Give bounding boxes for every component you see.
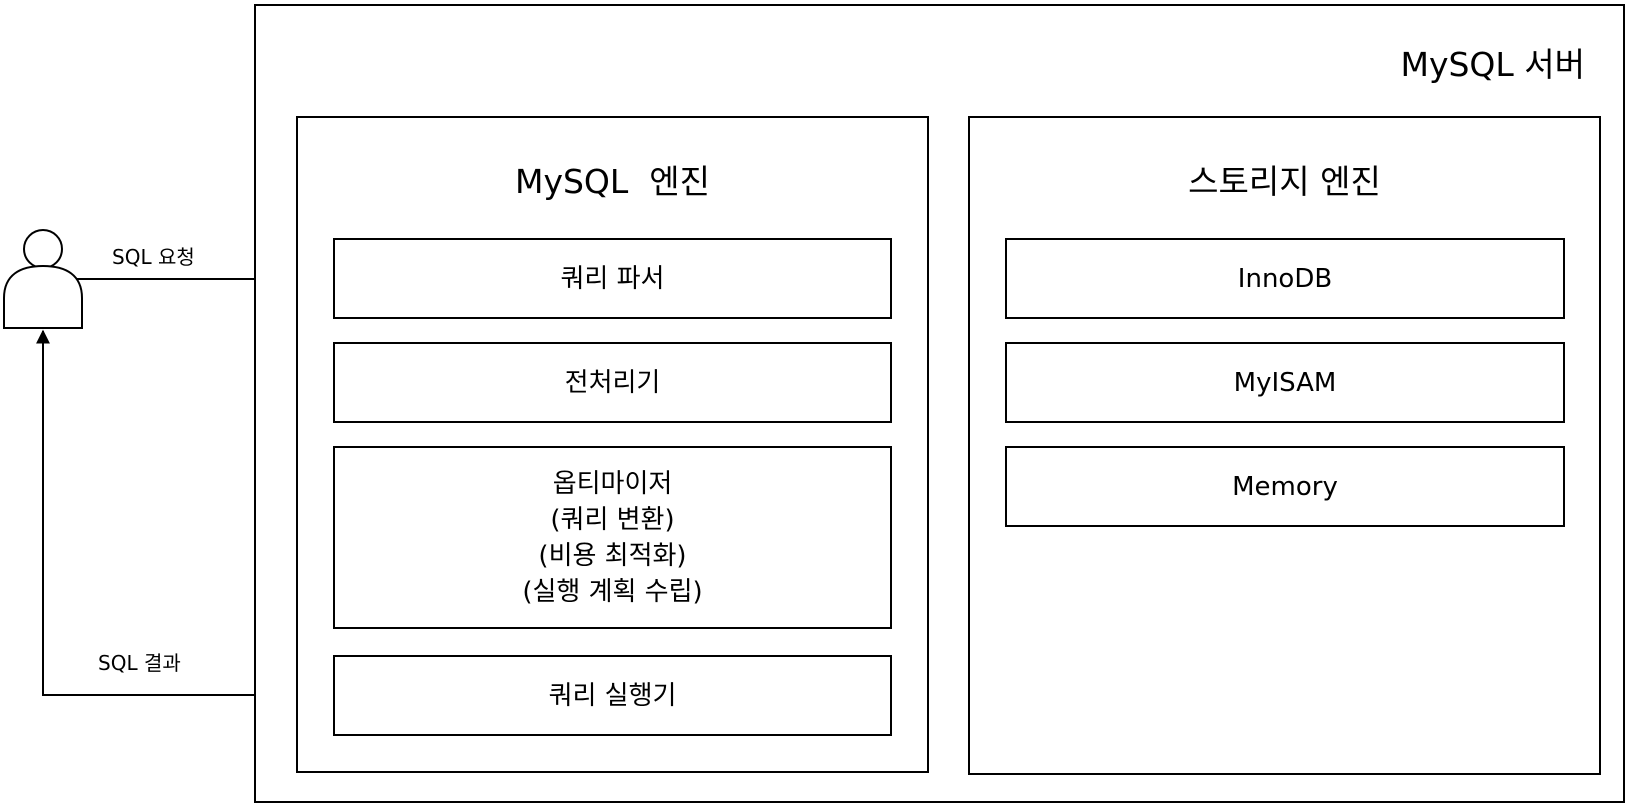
storage-engine-title: 스토리지 엔진 — [1188, 162, 1381, 201]
query-executor-box: 쿼리 실행기 — [333, 655, 892, 736]
preprocessor-label: 전처리기 — [564, 367, 661, 398]
mysql-engine-title: MySQL 엔진 — [514, 162, 710, 201]
query-parser-label: 쿼리 파서 — [560, 263, 665, 294]
optimizer-box: 옵티마이저 (쿼리 변환) (비용 최적화) (실행 계획 수립) — [333, 446, 892, 629]
query-parser-box: 쿼리 파서 — [333, 238, 892, 319]
myisam-engine-label: MyISAM — [1233, 367, 1337, 398]
sql-result-arrow — [36, 329, 333, 696]
memory-engine-label: Memory — [1232, 471, 1338, 502]
innodb-engine-label: InnoDB — [1237, 263, 1333, 294]
optimizer-detail-execution-plan: (실행 계획 수립) — [522, 576, 703, 607]
optimizer-text: 옵티마이저 (쿼리 변환) (비용 최적화) (실행 계획 수립) — [522, 466, 702, 610]
storage-engine-panel — [968, 116, 1601, 775]
optimizer-label: 옵티마이저 — [552, 468, 673, 499]
sql-result-label: SQL 결과 — [98, 651, 181, 675]
innodb-engine-box: InnoDB — [1005, 238, 1565, 319]
user-actor-icon — [3, 229, 83, 329]
preprocessor-box: 전처리기 — [333, 342, 892, 423]
memory-engine-box: Memory — [1005, 446, 1565, 527]
mysql-server-title: MySQL 서버 — [1400, 45, 1585, 84]
query-executor-label: 쿼리 실행기 — [548, 680, 677, 711]
sql-request-label: SQL 요청 — [112, 245, 195, 269]
optimizer-detail-query-rewrite: (쿼리 변환) — [550, 504, 675, 535]
optimizer-detail-cost-optimization: (비용 최적화) — [538, 540, 687, 571]
myisam-engine-box: MyISAM — [1005, 342, 1565, 423]
